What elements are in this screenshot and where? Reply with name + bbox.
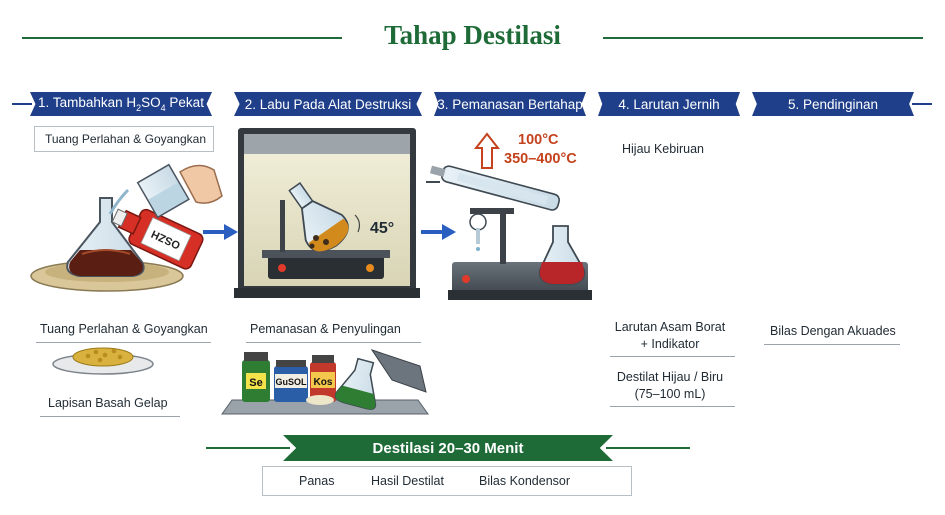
page-title: Tahap Destilasi: [384, 20, 561, 50]
temperature-high: 350–400°C: [504, 151, 577, 167]
duration-label: Destilasi 20–30 Menit: [372, 439, 524, 457]
step-1-instruction-box: Tuang Perlahan & Goyangkan: [34, 126, 214, 152]
step-banner-3: 3. Pemanasan Bertahap: [434, 92, 586, 116]
step-banner-5: 5. Pendinginan: [752, 92, 914, 116]
legend-rinse-condenser: Bilas Kondensor: [479, 474, 571, 488]
step-5-caption: Bilas Dengan Akuades: [770, 324, 896, 338]
step-banner-4: 4. Larutan Jernih: [598, 92, 740, 116]
step-4-caption-rule: [610, 356, 735, 357]
legend-distillate: Hasil Destilat: [371, 474, 444, 488]
legend-heat: Panas: [299, 474, 335, 488]
step-2-caption: Pemanasan & Penyulingan: [250, 322, 401, 336]
jar-label-1: Se: [249, 377, 262, 389]
step-1-instruction: Tuang Perlahan & Goyangkan: [45, 132, 206, 146]
step-5-label: 5. Pendinginan: [787, 96, 879, 112]
step-banner-1: 1. Tambahkan H2SO4 Pekat: [30, 92, 212, 116]
step-4-label: 4. Larutan Jernih: [618, 96, 720, 112]
step-2-label: 2. Labu Pada Alat Destruksi: [244, 96, 412, 112]
step-4-caption-3: Destilat Hijau / Biru: [616, 370, 724, 384]
step-4-caption-2: + Indikator: [640, 337, 700, 351]
step-2-illustration: 45° Se GuSOL Kos: [221, 128, 429, 415]
step-4-caption-4: (75–100 mL): [634, 387, 706, 401]
title-rule-left: [22, 37, 342, 39]
step-1-caption-2: Lapisan Basah Gelap: [48, 396, 168, 410]
step-1-illustration: OSZH: [30, 163, 223, 375]
step-3-illustration: [426, 132, 592, 300]
step-2-caption-rule: [246, 342, 421, 343]
duration-banner: Destilasi 20–30 Menit: [283, 435, 613, 461]
step-banner-2: 2. Labu Pada Alat Destruksi: [234, 92, 422, 116]
step-1-caption-2-rule: [40, 416, 180, 417]
step-1-caption-1-rule: [36, 342, 211, 343]
footer-rule-left: [206, 447, 290, 449]
jar-label-3: Kos: [314, 377, 333, 388]
step-4-top-label: Hijau Kebiruan: [622, 142, 704, 156]
step-4-caption-4-rule: [610, 406, 735, 407]
banner-rule-right: [912, 103, 932, 105]
step-4-caption-1: Larutan Asam Borat: [614, 320, 726, 334]
angle-label: 45°: [370, 220, 394, 237]
temperature-low: 100°C: [518, 132, 559, 148]
step-1-label: 1. Tambahkan H2SO4 Pekat: [38, 95, 204, 113]
step-1-caption-1: Tuang Perlahan & Goyangkan: [40, 322, 208, 336]
step-5-caption-rule: [764, 344, 900, 345]
legend-box: Panas Hasil Destilat Bilas Kondensor: [262, 466, 632, 496]
footer-rule-right: [606, 447, 690, 449]
jar-label-2: GuSOL: [276, 377, 308, 387]
step-3-label: 3. Pemanasan Bertahap: [437, 96, 583, 112]
title-rule-right: [603, 37, 923, 39]
banner-rule-left: [12, 103, 32, 105]
